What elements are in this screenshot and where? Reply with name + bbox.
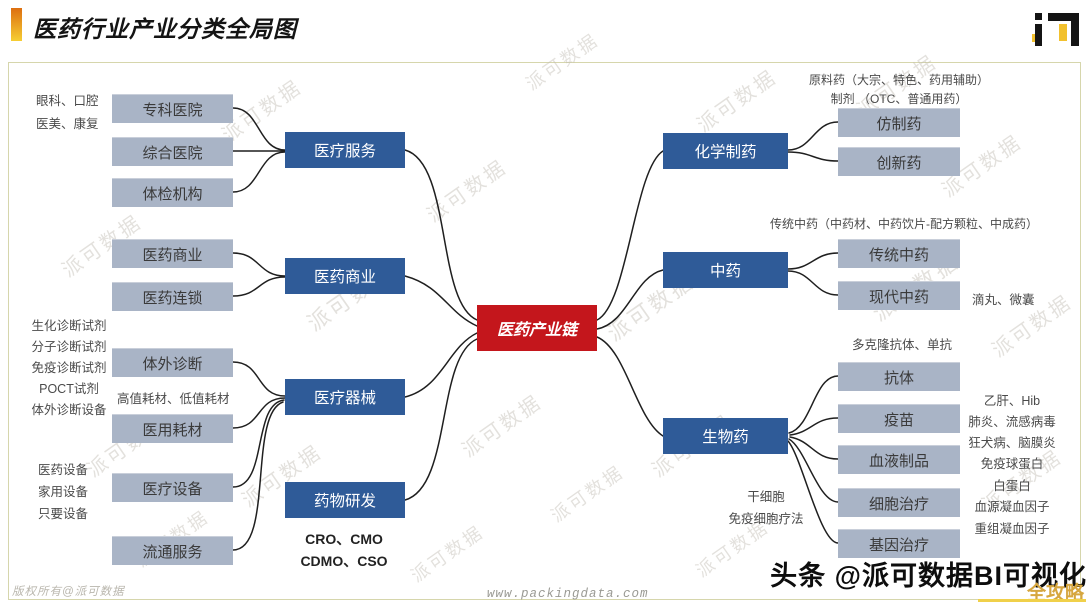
paike-data-logo-icon [1032,13,1079,46]
node-gene-therapy: 基因治疗 [838,529,960,558]
node-medical-device: 医疗器械 [285,379,405,415]
node-pharma-chainstore: 医药连锁 [112,282,233,311]
note-cell-types: 干细胞 免疫细胞疗法 [728,490,804,526]
note-blood-types: 免疫球蛋白 白蛋白 血源凝血因子 重组凝血因子 [974,457,1050,536]
badge-underline [978,599,1086,602]
node-blood-product: 血液制品 [838,445,960,474]
website-url: www.packingdata.com [487,587,649,601]
node-circulation-service: 流通服务 [112,536,233,565]
node-antibody: 抗体 [838,362,960,391]
note-modern-tcm-types: 滴丸、微囊 [972,293,1035,307]
node-vaccine: 疫苗 [838,404,960,433]
title-accent-bar [11,8,22,41]
note-equipment-types: 医药设备 家用设备 只要设备 [38,463,89,521]
node-center-pharma-chain: 医药产业链 [477,305,597,351]
note-rnd-types: CRO、CMO CDMO、CSO [300,531,388,569]
badge-text: 全攻略 [1026,583,1084,604]
note-consumable-types: 高值耗材、低值耗材 [117,392,230,406]
note-hospital-types: 眼科、口腔 医美、康复 [36,94,99,131]
node-general-hospital: 综合医院 [112,137,233,166]
node-cell-therapy: 细胞治疗 [838,488,960,517]
node-pharma-wholesale: 医药商业 [112,239,233,268]
node-specialty-hospital: 专科医院 [112,94,233,123]
note-ivd-types: 生化诊断试剂 分子诊断试剂 免疫诊断试剂 POCT试剂 体外诊断设备 [31,319,107,417]
note-vaccine-types: 乙肝、Hib 肺炎、流感病毒 狂犬病、脑膜炎 [968,394,1056,450]
node-generic-drug: 仿制药 [838,108,960,137]
note-chemical-types: 原料药（大宗、特色、药用辅助） 制剂 （OTC、普通用药） [808,73,989,106]
node-innovative-drug: 创新药 [838,147,960,176]
copyright-text: 版权所有@派可数据 [12,586,125,598]
node-biopharma: 生物药 [663,418,788,454]
node-medical-consumable: 医用耗材 [112,414,233,443]
note-tcm-types: 传统中药（中药材、中药饮片-配方颗粒、中成药） [770,217,1038,231]
node-modern-tcm: 现代中药 [838,281,960,310]
node-pharma-commerce: 医药商业 [285,258,405,294]
credit-text: 头条 @派可数据BI可视化 [770,561,1087,591]
node-tcm: 中药 [663,252,788,288]
node-medical-service: 医疗服务 [285,132,405,168]
node-drug-rnd: 药物研发 [285,482,405,518]
node-chemical-pharma: 化学制药 [663,133,788,169]
node-checkup-agency: 体检机构 [112,178,233,207]
node-medical-equipment: 医疗设备 [112,473,233,502]
page-title: 医药行业产业分类全局图 [33,16,297,42]
node-ivd: 体外诊断 [112,348,233,377]
note-antibody-types: 多克隆抗体、单抗 [852,338,953,352]
diagram-frame [8,62,1081,600]
node-traditional-tcm: 传统中药 [838,239,960,268]
